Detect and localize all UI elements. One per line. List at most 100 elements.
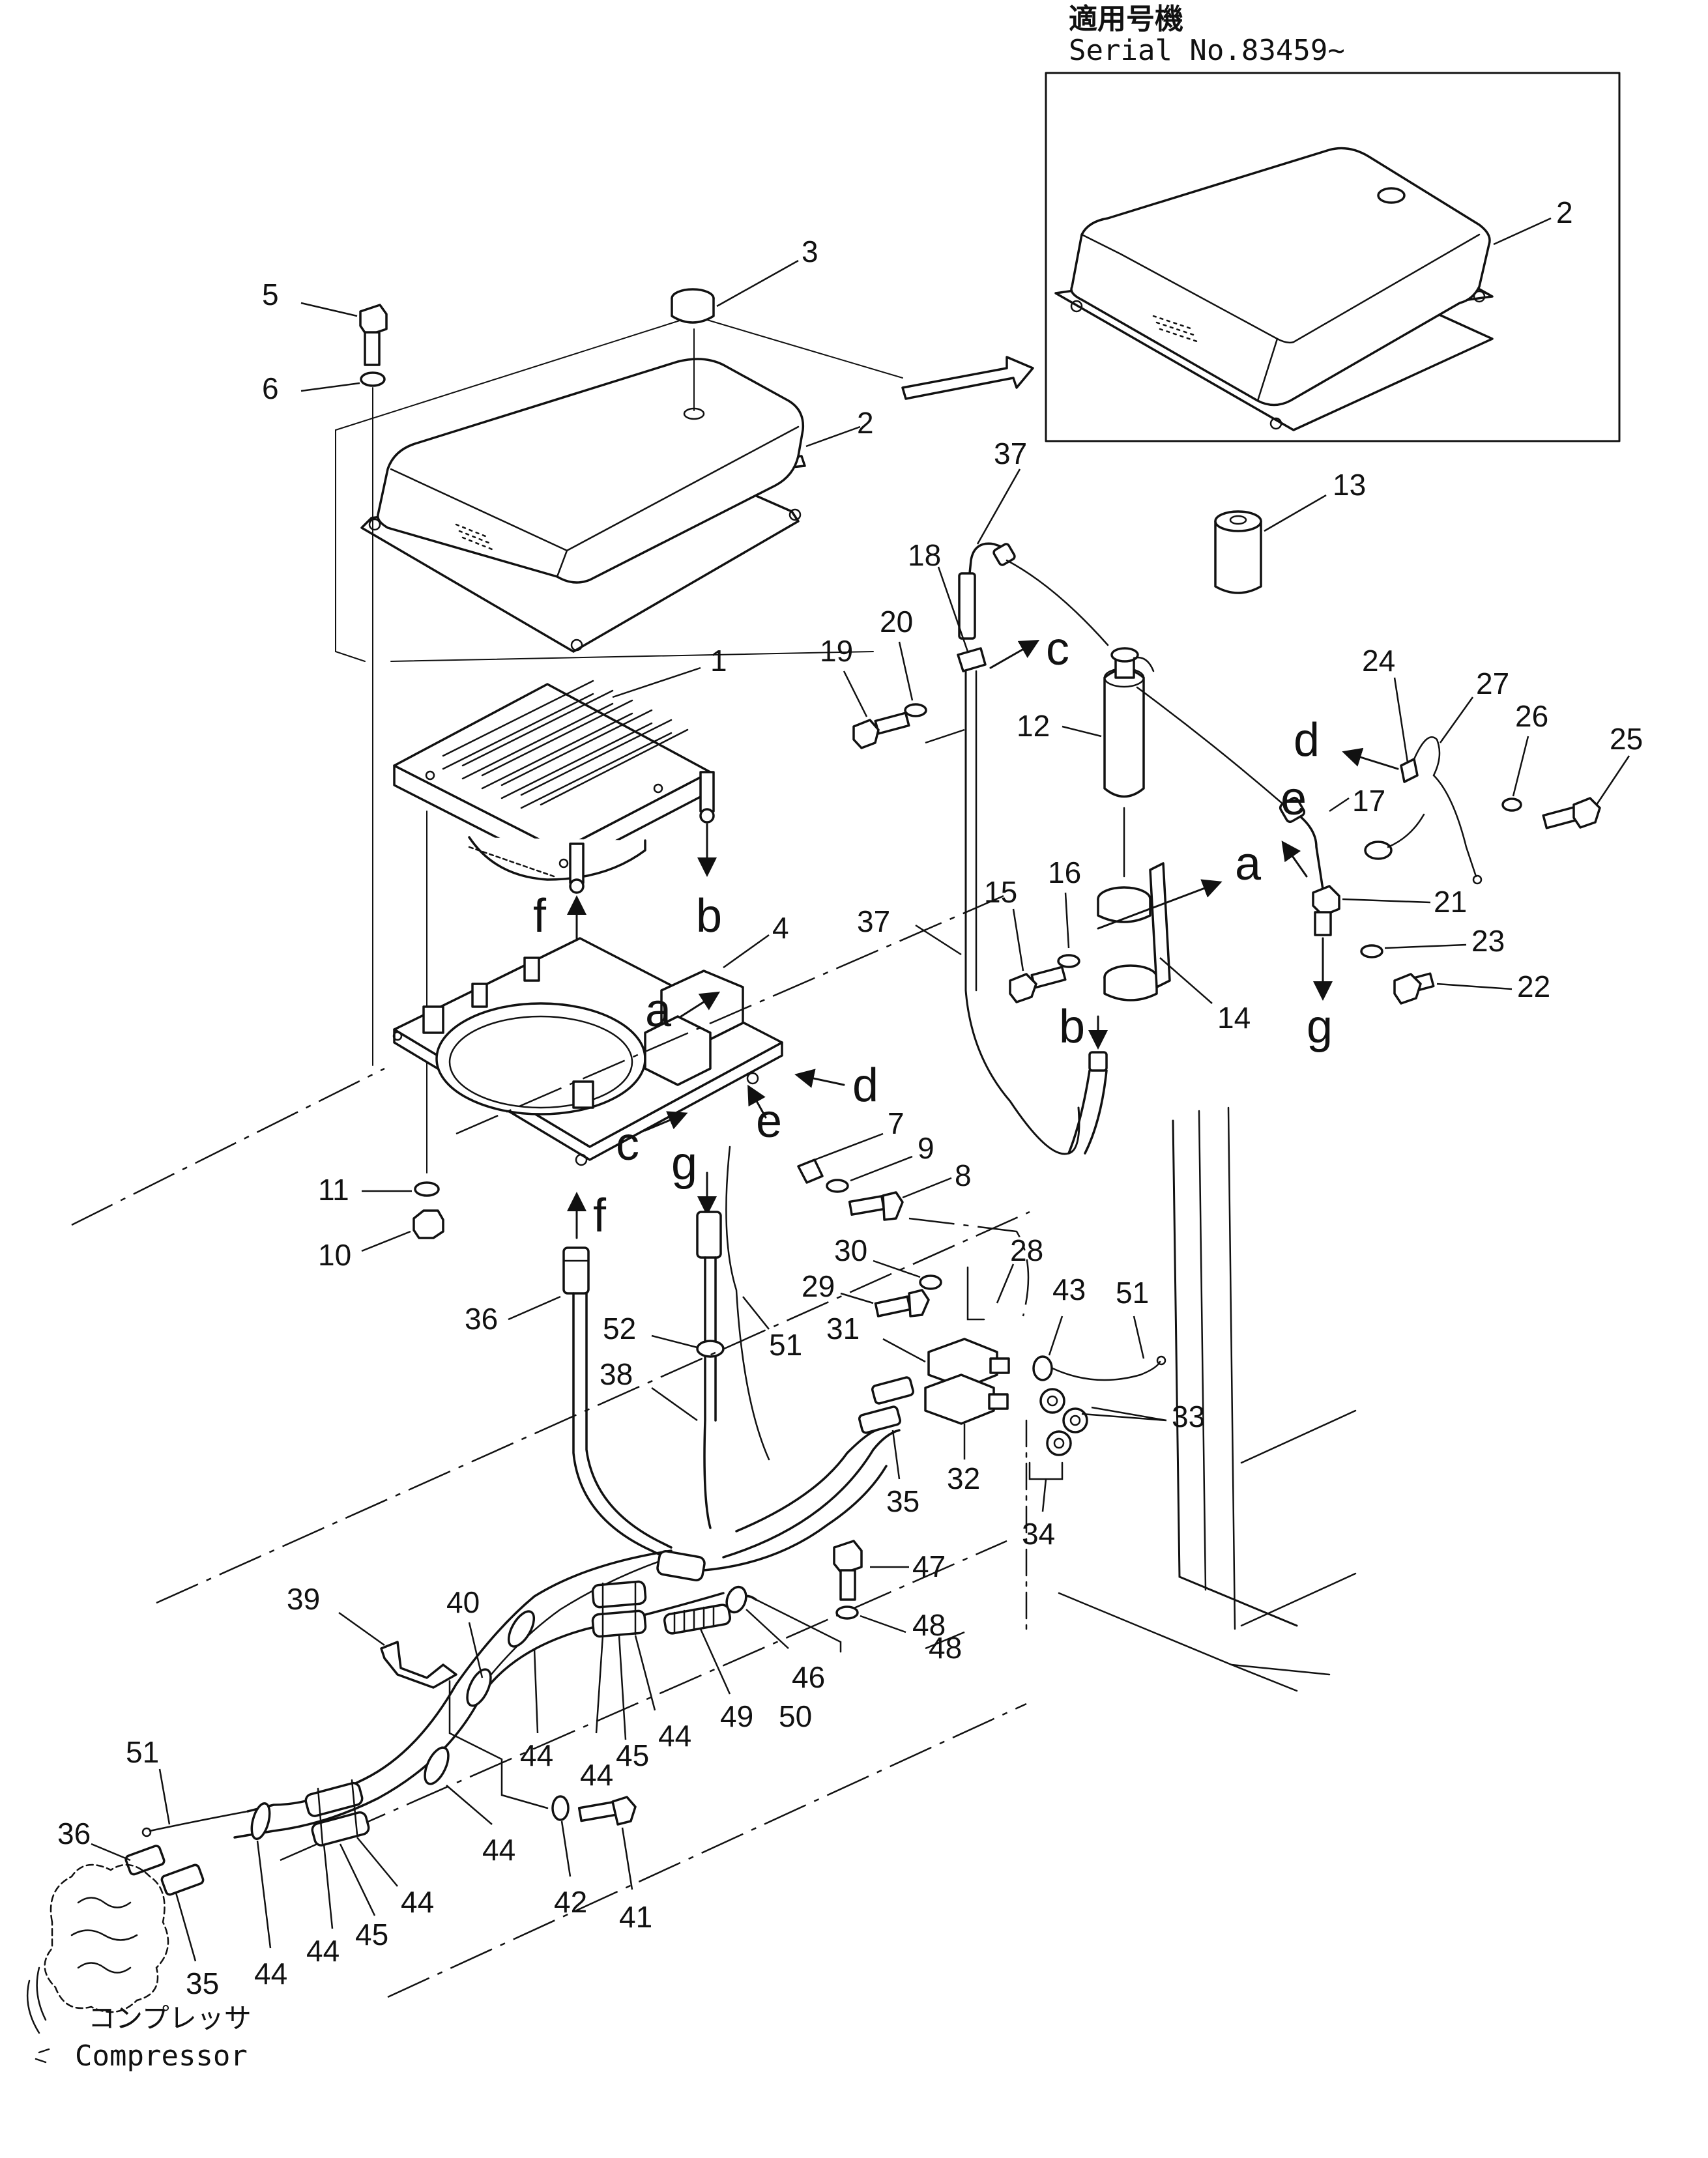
condenser-unit [393, 680, 715, 894]
part-label-39: 39 [287, 1582, 320, 1616]
part-label-27: 27 [1476, 667, 1509, 700]
part-label-35-center: 35 [886, 1484, 919, 1518]
washer-30 [919, 1274, 942, 1290]
part-label-44-f: 44 [306, 1934, 340, 1968]
part-label-31: 31 [826, 1312, 860, 1345]
connector-letter-c-left: c [616, 1118, 639, 1170]
part-label-51-bottom: 51 [126, 1735, 159, 1769]
part-label-48-a: 48 [912, 1608, 946, 1642]
compressor-label: Compressor [75, 2039, 248, 2073]
sleeve-45-upper [591, 1580, 647, 1638]
bolt-41 [577, 1796, 637, 1826]
nuts-33 [1039, 1388, 1088, 1456]
part-label-23: 23 [1471, 924, 1505, 958]
cap-plug [671, 288, 715, 324]
part-label-14: 14 [1217, 1001, 1251, 1035]
connector-letter-a-left: a [645, 985, 672, 1037]
grommet-43 [1032, 1355, 1053, 1381]
part-label-50: 50 [779, 1699, 812, 1733]
bracket-39 [380, 1641, 457, 1689]
fitting-21 [1312, 885, 1340, 936]
washer-11 [414, 1181, 440, 1197]
part-label-42: 42 [554, 1885, 587, 1919]
part-label-1: 1 [710, 644, 727, 678]
part-label-26: 26 [1515, 699, 1548, 733]
fitting-36-lower [124, 1845, 166, 1876]
part-label-29: 29 [802, 1269, 835, 1303]
clamp-band-44-group [250, 1610, 536, 1840]
receiver-drier-12 [1103, 647, 1155, 798]
bolt-47 [833, 1540, 863, 1601]
part-label-51-center: 51 [769, 1328, 802, 1362]
washer-20 [904, 703, 927, 717]
connector-letter-d-right: d [1294, 714, 1320, 766]
connector-letter-g-left: g [671, 1138, 697, 1190]
part-label-4: 4 [772, 911, 789, 945]
clip-24 [1400, 758, 1419, 783]
part-label-25: 25 [1610, 722, 1643, 756]
connector-letter-a-right: a [1235, 838, 1262, 890]
washer-42 [551, 1795, 570, 1821]
part-label-11: 11 [318, 1173, 349, 1207]
part-label-3: 3 [802, 235, 818, 268]
washer-6 [360, 371, 386, 387]
nut-10 [413, 1209, 444, 1239]
part-label-34: 34 [1022, 1517, 1055, 1551]
part-label-36-bottom: 36 [57, 1817, 91, 1850]
part-label-48-b: 48 [929, 1631, 962, 1665]
part-label-35-bottom: 35 [186, 1966, 219, 2000]
connector-letter-b-right: b [1059, 1001, 1085, 1053]
part-label-5: 5 [262, 278, 279, 311]
connector-letter-f-bottom: f [593, 1190, 607, 1242]
sensor-27 [1364, 841, 1393, 860]
main-cover [360, 358, 806, 653]
connector-letter-e-right: e [1281, 773, 1307, 825]
part-label-32: 32 [947, 1461, 980, 1495]
mounting-bracket [392, 937, 783, 1166]
part-label-44-g: 44 [401, 1885, 434, 1919]
part-label-43: 43 [1052, 1273, 1086, 1306]
part-label-10: 10 [318, 1238, 351, 1272]
spiral-guard-49 [663, 1604, 732, 1635]
bolt-19 [852, 712, 910, 749]
part-label-6: 6 [262, 371, 279, 405]
part-label-40: 40 [446, 1585, 480, 1619]
inset-cover [1054, 147, 1494, 431]
clamp-46 [725, 1585, 747, 1614]
part-label-37-left: 37 [857, 904, 890, 938]
bolt-8 [848, 1191, 904, 1221]
part-label-22: 22 [1517, 970, 1550, 1003]
part-label-21: 21 [1434, 885, 1467, 919]
part-label-38: 38 [600, 1357, 633, 1391]
washer-9 [826, 1179, 849, 1193]
washer-26 [1501, 798, 1522, 812]
part-label-2-inset: 2 [1556, 195, 1573, 229]
part-label-18: 18 [908, 538, 941, 572]
part-label-7: 7 [888, 1106, 905, 1140]
sleeve-45-lower [304, 1779, 370, 1847]
fitting-g [696, 1211, 722, 1259]
part-label-15: 15 [984, 875, 1017, 909]
fitting-36 [562, 1246, 590, 1295]
part-label-49: 49 [720, 1699, 753, 1733]
connector-letter-g-right: g [1307, 1001, 1333, 1053]
part-label-46: 46 [792, 1660, 825, 1694]
clip-7 [797, 1158, 824, 1184]
part-label-17: 17 [1352, 784, 1385, 818]
compressor-outline [26, 1863, 169, 2064]
bolt-25 [1542, 797, 1601, 829]
compressor-label-jp: コンプレッサ [88, 2002, 252, 2034]
washer-23 [1360, 944, 1383, 958]
part-label-9: 9 [918, 1131, 934, 1165]
part-label-51-right: 51 [1116, 1276, 1149, 1310]
part-label-20: 20 [880, 605, 913, 639]
part-13 [1214, 510, 1262, 594]
connector-letter-b-left: b [696, 890, 722, 942]
bolt-15 [1009, 966, 1067, 1003]
part-label-19: 19 [820, 634, 853, 668]
connector-letter-c-right: c [1046, 623, 1069, 675]
part-label-8: 8 [955, 1158, 972, 1192]
bolt-5 [359, 304, 388, 366]
bolt-22 [1393, 972, 1435, 1005]
